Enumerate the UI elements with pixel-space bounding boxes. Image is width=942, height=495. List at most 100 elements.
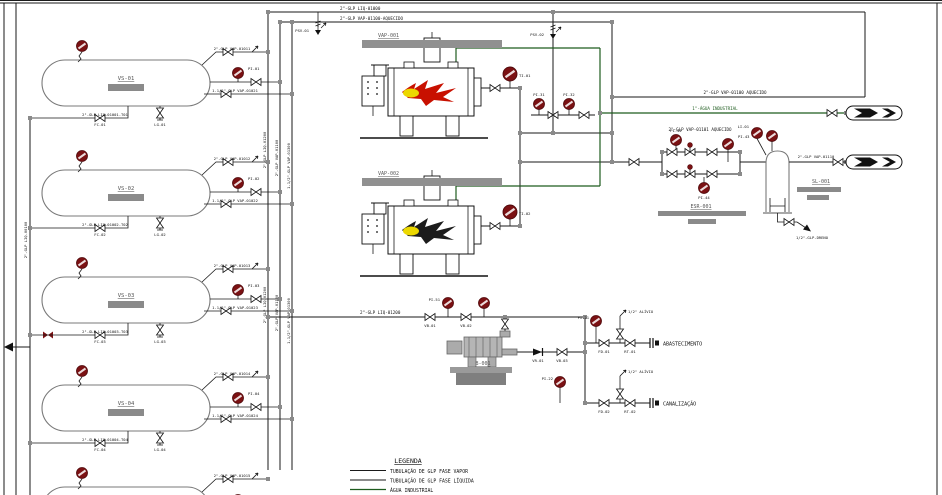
header-liq-label: 2"-GLP LIQ-01000 <box>340 6 381 11</box>
tank-tag: VS-04 <box>118 401 135 407</box>
separator-li-tag: LI-01 <box>738 124 750 129</box>
gauge-icon <box>669 133 683 147</box>
ca-label: CANALIZAÇÃO <box>663 401 696 408</box>
storage-tank-4: VS-04 2"-GLP VAP-01014 PI-04 1.1/2"-GLP … <box>28 366 294 452</box>
relief-vent-icon <box>619 309 627 317</box>
regulator-icon <box>684 142 696 156</box>
valve-icon <box>832 158 844 166</box>
valve-icon <box>460 313 472 321</box>
valve-icon <box>489 222 501 230</box>
tank-fc-tag: FC-02 <box>94 232 105 237</box>
ca-fd-tag: FD-02 <box>598 409 609 414</box>
vaporizer-ti-tag: TI-01 <box>519 73 531 78</box>
tank-lg-tag: LG-03 <box>154 339 165 344</box>
tank-fc-tag: FC-04 <box>94 447 106 452</box>
storage-tank-2: VS-02 2"-GLP VAP-01012 PI-02 1.1/2"-GLP … <box>28 151 294 237</box>
ab-relief-label: 1/2" ALÍVIO <box>628 309 654 314</box>
gauge-icon <box>532 97 546 111</box>
psv-icon <box>314 20 327 36</box>
ab-rt-tag: RT-01 <box>624 349 636 354</box>
gauge-icon <box>501 65 519 83</box>
instrument-cluster: PSV-02 PI-31 PI-32 <box>530 24 590 119</box>
station-pi1-tag: PI-42 <box>670 128 681 133</box>
pump-vb2-tag: VB-02 <box>460 323 471 328</box>
heated-vapor-label: 2"-GLP VAP-01100 AQUECIDO <box>703 90 767 95</box>
valve-icon <box>489 84 501 92</box>
ab-label: ABASTECIMENTO <box>663 342 702 348</box>
station-inlet-label: 2"-GLP VAP-01101 AQUECIDO <box>668 127 732 132</box>
station-pi2-tag: PI-43 <box>738 134 749 139</box>
cluster-pi1-tag: PI-31 <box>533 92 545 97</box>
valve-icon <box>598 339 610 347</box>
separator-tag: SL-001 <box>812 179 830 185</box>
valve-icon <box>706 148 718 156</box>
pump-vb1-tag: VB-01 <box>424 323 436 328</box>
gauge-icon <box>562 97 576 111</box>
tank-lg-tag: LG-04 <box>154 447 166 452</box>
vaporizer-ti-tag: TI-02 <box>519 211 530 216</box>
tank-vap-line-label: 2"-GLP VAP-01011 <box>214 46 251 51</box>
tank-vap-line-label: 2"-GLP VAP-01014 <box>214 371 251 376</box>
ab-pi-tag: PI-21 <box>578 315 590 320</box>
tank-tag: VS-03 <box>118 293 135 299</box>
ca-pi-tag: PI-22 <box>542 376 553 381</box>
tank-bal-line-label: 1.1/2"-GLP VAP-01021 <box>212 88 258 93</box>
vaporizer-tag: VAP-002 <box>378 171 399 177</box>
ca-rt-tag: RT-02 <box>624 409 635 414</box>
ab-fd-tag: FD-01 <box>598 349 610 354</box>
tank-liq-line-label: 2"-GLP LIQ-01003-T03 <box>82 329 128 334</box>
valve-icon <box>424 313 436 321</box>
valve-icon <box>624 339 636 347</box>
distribution-abastecimento: PI-21 FD-01 RT-01 1/2" ALÍVIO ABASTECIME… <box>578 309 703 354</box>
tank-vap-line-label: 2"-GLP VAP-01015 <box>214 473 251 478</box>
vaporizer-2: VAP-002 TI-02 <box>359 169 530 277</box>
water-line: 1"-ÁGUA INDUSTRIAL <box>692 105 903 121</box>
tank-liq-line-label: 2"-GLP LIQ-01002-T02 <box>82 222 128 227</box>
valve-icon <box>578 111 590 119</box>
pump-pi-tag: PI-51 <box>429 297 441 302</box>
pump-vr-tag: VR-01 <box>532 358 544 363</box>
riser-liq-label: 2"-GLP LIQ-01200 <box>262 131 267 168</box>
psv-top-tag: PSV-01 <box>295 28 309 33</box>
gauge-icon <box>721 137 735 151</box>
pump-tag: B-001 <box>475 361 490 367</box>
tank-lg-tag: LG-02 <box>154 232 165 237</box>
tank-pi-tag: PI-01 <box>248 66 260 71</box>
station-tag: ESR-001 <box>690 204 711 210</box>
header-vap-label: 2"-GLP VAP-01100-AQUECIDO <box>340 16 404 21</box>
ca-relief-label: 1/2" ALÍVIO <box>628 369 654 374</box>
tank-lg-tag: LG-01 <box>154 122 166 127</box>
tank-tag: VS-01 <box>118 76 135 82</box>
valve-icon <box>598 399 610 407</box>
valve-icon <box>624 399 636 407</box>
valve-icon <box>826 109 838 117</box>
gauge-icon <box>697 181 711 195</box>
station-pi3-tag: PI-44 <box>698 195 710 200</box>
riser-bal-label: 1.1/2"-GLP VAP-01300 <box>286 142 291 188</box>
gauge-icon <box>589 314 603 328</box>
psv-mid-tag: PSV-02 <box>530 32 544 37</box>
tank-liq-line-label: 2"-GLP LIQ-01004-T04 <box>82 437 128 442</box>
tank-bal-line-label: 1.1/2"-GLP VAP-01022 <box>212 198 258 203</box>
legend: LEGENDA TUBULAÇÃO DE GLP FASE VAPOR TUBU… <box>350 457 474 494</box>
flame-icon <box>402 218 456 244</box>
tank-fc-tag: FC-03 <box>94 339 105 344</box>
legend-item-liquida: TUBULAÇÃO DE GLP FASE LÍQUIDA <box>390 477 474 485</box>
gauge-icon <box>765 129 779 143</box>
tank-bal-line-label: 1.1/2"-GLP VAP-01024 <box>212 413 258 418</box>
tank-pi-tag: PI-02 <box>248 176 259 181</box>
pump-vb3-tag: VB-03 <box>556 358 567 363</box>
tank-liq-line-label: 2"-GLP LIQ-01001-T01 <box>82 112 128 117</box>
gauge-icon <box>750 126 764 140</box>
legend-item-vapor: TUBULAÇÃO DE GLP FASE VAPOR <box>390 468 468 475</box>
relief-vent-icon <box>619 369 627 377</box>
storage-tank-5: VS-05 2"-GLP VAP-01015 <box>28 468 294 495</box>
separator-vessel: LI-01 1/2"-GLP-DRENO SL-001 2"-GLP VAP-0… <box>738 124 903 240</box>
pump-line-label: 2"-GLP LIQ-01200 <box>360 310 401 315</box>
valve-icon <box>666 170 678 178</box>
legend-item-agua: ÁGUA INDUSTRIAL <box>390 487 433 494</box>
gauge-icon <box>441 296 455 310</box>
